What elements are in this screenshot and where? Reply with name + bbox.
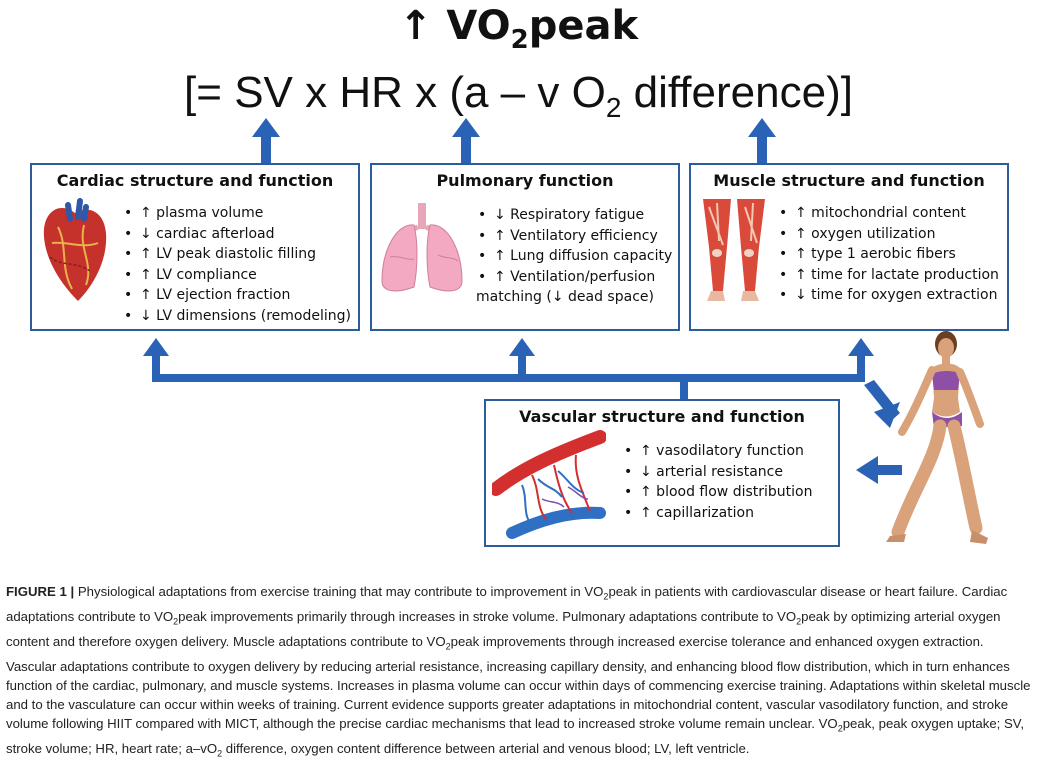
list-item: ↓ arterial resistance xyxy=(622,462,813,483)
formula-lead: [= SV x HR x (a – v O xyxy=(184,68,606,117)
title-up-arrow: ↑ xyxy=(398,3,433,49)
caption-text: peak improvements primarily through incr… xyxy=(178,608,797,624)
vascular-adaptations-list: ↑ vasodilatory function ↓ arterial resis… xyxy=(622,441,813,523)
caption-text: difference, oxygen content difference be… xyxy=(222,740,750,756)
list-item: ↑ blood flow distribution xyxy=(622,482,813,503)
list-item: ↑ LV compliance xyxy=(122,265,351,286)
title-tail: peak xyxy=(528,3,639,49)
list-item: ↓ time for oxygen extraction xyxy=(777,285,999,306)
list-item-continuation: matching (↓ dead space) xyxy=(476,289,654,305)
pulmonary-adaptations-list: ↓ Respiratory fatigue ↑ Ventilatory effi… xyxy=(476,205,672,308)
leg-muscles-illustration xyxy=(703,199,765,301)
caption-label: FIGURE 1 | xyxy=(6,584,75,599)
list-item: ↓ LV dimensions (remodeling) xyxy=(122,306,351,327)
arrow-person-to-muscle xyxy=(864,380,900,428)
arrow-pulmonary-to-formula xyxy=(452,118,480,163)
list-item: ↑ type 1 aerobic fibers xyxy=(777,244,999,265)
list-item: ↑ oxygen utilization xyxy=(777,224,999,245)
caption-text: peak improvements through increased exer… xyxy=(6,633,1031,732)
muscle-box: Muscle structure and function ↑ mitochon… xyxy=(689,163,1009,331)
formula-tail: difference)] xyxy=(621,68,853,117)
list-item: ↑ time for lactate production xyxy=(777,265,999,286)
muscle-adaptations-list: ↑ mitochondrial content ↑ oxygen utiliza… xyxy=(777,203,999,306)
list-item: ↑ plasma volume xyxy=(122,203,351,224)
caption-text: peak in patients with cardiovascular dis… xyxy=(6,584,1008,624)
figure-caption: FIGURE 1 | Physiological adaptations fro… xyxy=(6,582,1031,764)
cardiac-adaptations-list: ↑ plasma volume ↓ cardiac afterload ↑ LV… xyxy=(122,203,351,326)
vascular-distribution-line xyxy=(143,338,874,399)
caption-subscript: 2 xyxy=(603,591,609,602)
title-subscript: 2 xyxy=(510,25,529,55)
formula-subscript: 2 xyxy=(605,91,622,123)
lungs-illustration xyxy=(381,203,463,292)
list-item: ↓ Respiratory fatigue xyxy=(476,205,672,226)
muscle-box-title: Muscle structure and function xyxy=(713,171,985,190)
cardiac-box-title: Cardiac structure and function xyxy=(56,171,334,190)
caption-text: peak, peak oxygen uptake; SV, stroke vol… xyxy=(6,716,1025,756)
list-item: ↑ Lung diffusion capacity xyxy=(476,246,672,267)
connector-arrows xyxy=(143,118,902,484)
vo2-formula: [= SV x HR x (a – v O2 difference)] xyxy=(0,66,1037,135)
list-item: ↑ Ventilatory efficiency xyxy=(476,226,672,247)
walking-person-illustration xyxy=(886,331,988,544)
list-item: ↑ LV ejection fraction xyxy=(122,285,351,306)
blood-vessels-illustration xyxy=(492,430,606,539)
caption-subscript: 2 xyxy=(796,616,802,627)
list-item: ↑ mitochondrial content xyxy=(777,203,999,224)
list-item: ↑ capillarization xyxy=(622,503,813,524)
list-item: ↑ LV peak diastolic filling xyxy=(122,244,351,265)
arrow-person-to-vascular xyxy=(856,456,902,484)
caption-subscript: 2 xyxy=(217,748,223,759)
caption-subscript: 2 xyxy=(837,723,843,734)
caption-text: peak by optimizing arterial oxygen conte… xyxy=(6,608,1001,649)
title-text: VO xyxy=(446,3,511,49)
pulmonary-box-title: Pulmonary function xyxy=(436,171,614,190)
vascular-box: Vascular structure and function ↑ vasodi… xyxy=(484,399,840,547)
caption-subscript: 2 xyxy=(445,641,451,652)
arrow-cardiac-to-formula xyxy=(252,118,280,163)
list-item: ↑ Ventilation/perfusion xyxy=(476,267,672,288)
list-item: ↓ cardiac afterload xyxy=(122,224,351,245)
vascular-box-title: Vascular structure and function xyxy=(519,407,805,426)
list-item: ↑ vasodilatory function xyxy=(622,441,813,462)
heart-illustration xyxy=(43,198,107,301)
cardiac-box: Cardiac structure and function ↑ plasma … xyxy=(30,163,360,331)
arrow-muscle-to-formula xyxy=(748,118,776,163)
figure-title: ↑ VO2peak xyxy=(0,2,1037,64)
pulmonary-box: Pulmonary function ↓ Respiratory fatigue… xyxy=(370,163,680,331)
caption-text: Physiological adaptations from exercise … xyxy=(74,584,604,599)
caption-subscript: 2 xyxy=(173,616,179,627)
